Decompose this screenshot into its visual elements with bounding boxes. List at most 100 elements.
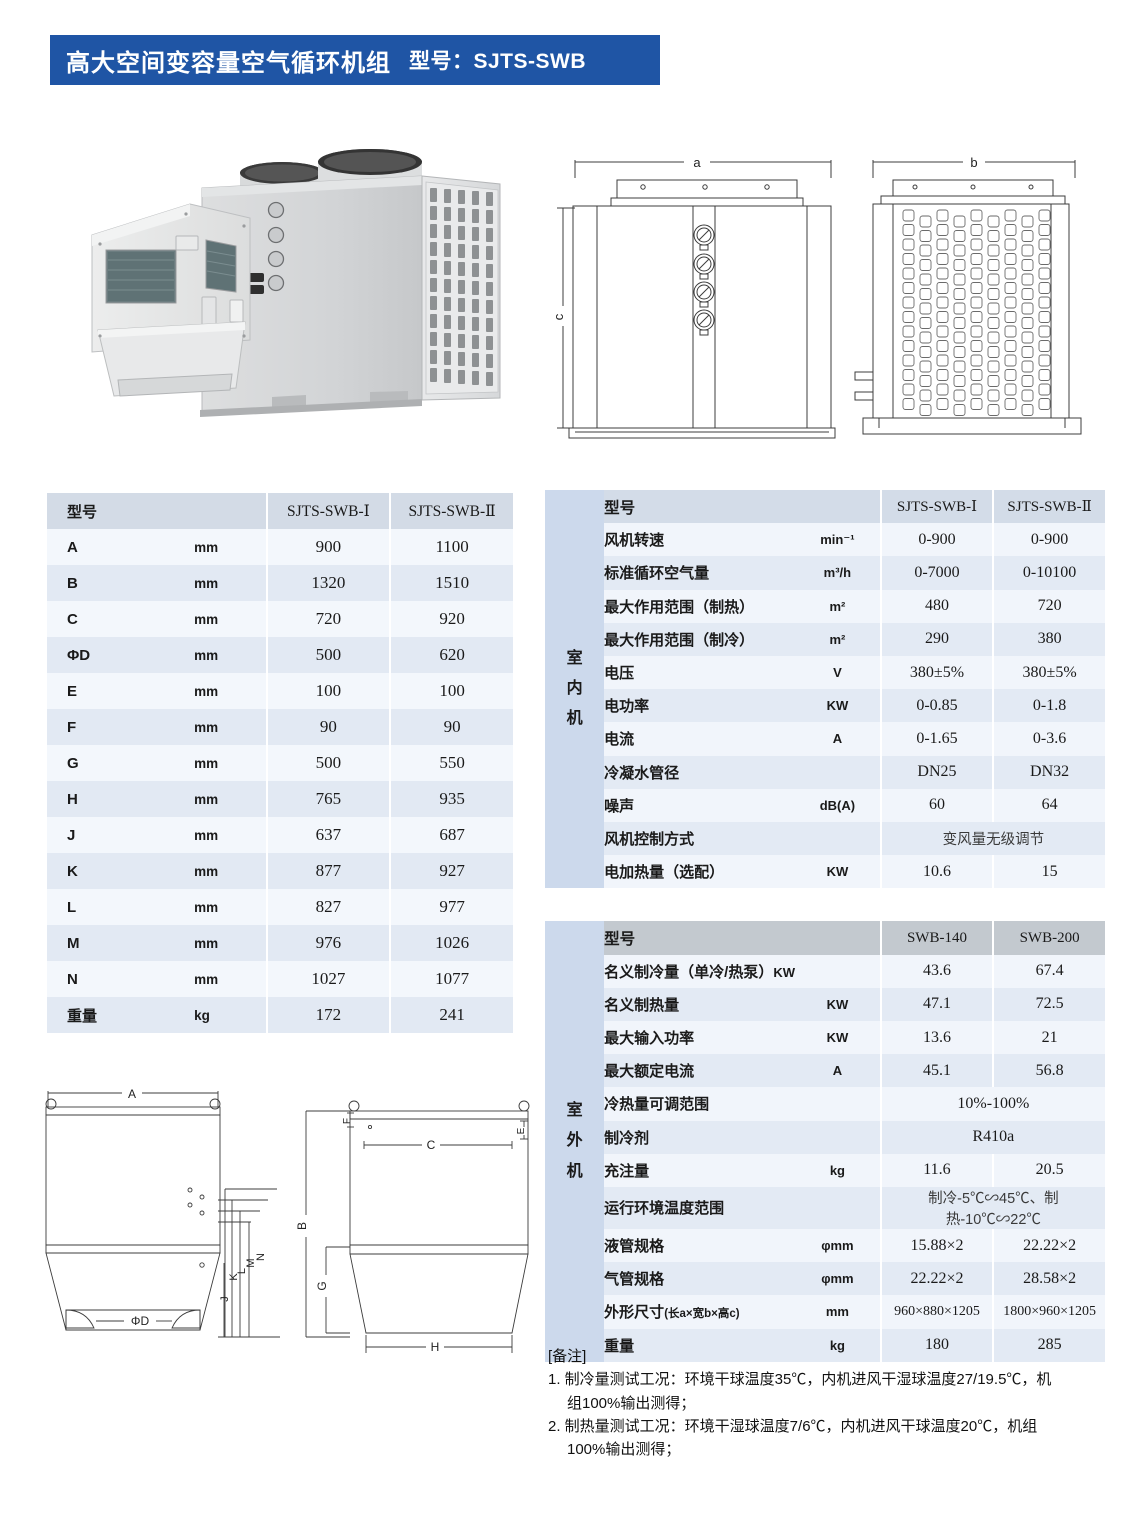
- spec-unit: mm: [795, 1295, 881, 1329]
- product-photo: [70, 140, 530, 450]
- spec-name: 噪声: [604, 788, 796, 822]
- spec-unit: m³/h: [795, 556, 881, 590]
- spec-name: 最大作用范围（制冷）: [604, 622, 796, 656]
- dim-unit: mm: [194, 925, 267, 961]
- note-item-1-line-2: 组100%输出测得；: [567, 1394, 696, 1412]
- spec-name: 风机控制方式: [604, 821, 796, 856]
- dim-value-2: 1510: [389, 565, 513, 601]
- spec-unit: [795, 954, 881, 988]
- table-row: 外形尺寸(长a×宽b×高c) mm 960×880×1205 1800×960×…: [545, 1295, 1105, 1329]
- outdoor-side-char-2: 外: [566, 1132, 583, 1150]
- spec-value-span: R410a: [879, 1120, 1105, 1154]
- dim-unit: mm: [194, 673, 267, 709]
- spec-value-span: 制冷-5℃∽45℃、制热-10℃∽22℃: [879, 1186, 1105, 1229]
- dim-value-1: 1027: [265, 961, 391, 997]
- spec-value-1: 0-7000: [879, 556, 994, 590]
- spec-name-text: 名义制冷量（单冷/热泵）: [604, 963, 774, 981]
- dim-value-1: 90: [265, 709, 391, 745]
- dim-label: M: [47, 925, 195, 961]
- outdoor-header-unit: [795, 921, 881, 955]
- dim-value-2: 1026: [389, 925, 513, 961]
- indoor-side-label: 室 内 机: [545, 490, 605, 889]
- dim-value-1: 720: [265, 601, 391, 637]
- dim-value-2: 687: [389, 817, 513, 853]
- outdoor-header-model-2: SWB-200: [992, 921, 1105, 955]
- note-item-1-line-1: 1. 制冷量测试工况：环境干球温度35℃，内机进风干湿球温度27/19.5℃，机: [548, 1371, 1052, 1389]
- spec-value-2: 64: [992, 788, 1105, 822]
- dim-value-2: 620: [389, 637, 513, 673]
- notes-block: [备注] 1. 制冷量测试工况：环境干球温度35℃，内机进风干湿球温度27/19…: [548, 1345, 1108, 1461]
- dim-value-1: 1320: [265, 565, 391, 601]
- dim-label: H: [47, 781, 195, 817]
- dim-label: 重量: [47, 997, 195, 1033]
- dim-label-c: c: [551, 313, 566, 320]
- spec-name: 制冷剂: [604, 1120, 796, 1154]
- spec-name: 冷热量可调范围: [604, 1087, 796, 1121]
- spec-value-1: 45.1: [879, 1054, 994, 1088]
- spec-value-1: 15.88×2: [879, 1228, 994, 1263]
- spec-name: 名义制冷量（单冷/热泵）KW: [604, 954, 796, 988]
- spec-name: 充注量: [604, 1153, 796, 1187]
- indoor-header-name: 型号: [604, 490, 796, 524]
- spec-value-2: 72.5: [992, 987, 1105, 1021]
- spec-unit: A: [795, 1054, 881, 1088]
- dim-label: A: [47, 529, 195, 565]
- dim-value-2: 1077: [389, 961, 513, 997]
- dim-unit: mm: [194, 529, 267, 565]
- dim-label-G: G: [315, 1281, 329, 1290]
- spec-value-2: 20.5: [992, 1153, 1105, 1187]
- spec-value-1: 290: [879, 622, 994, 656]
- dim-value-1: 637: [265, 817, 391, 853]
- dim-label: J: [47, 817, 195, 853]
- spec-name: 最大额定电流: [604, 1054, 796, 1088]
- spec-name: 名义制热量: [604, 987, 796, 1021]
- spec-value-2: 380: [992, 622, 1105, 656]
- dim-label: K: [47, 853, 195, 889]
- spec-value-2: 720: [992, 589, 1105, 623]
- dim-value-2: 1100: [389, 529, 513, 565]
- spec-unit: kg: [795, 1153, 881, 1187]
- spec-value-2: 0-900: [992, 523, 1105, 557]
- outdoor-side-char-1: 室: [566, 1101, 583, 1119]
- outdoor-front-drawing: a c: [545, 140, 845, 450]
- dim-unit: mm: [194, 745, 267, 781]
- dim-label: B: [47, 565, 195, 601]
- note-item-2-line-2: 100%输出测得；: [567, 1441, 681, 1458]
- dim-label-J: J: [219, 1296, 231, 1302]
- spec-unit: [795, 755, 881, 789]
- dim-label-H: H: [431, 1340, 440, 1354]
- outdoor-header-row: 室 外 机 型号 SWB-140 SWB-200: [545, 921, 1105, 1362]
- spec-unit: kg: [795, 1328, 881, 1362]
- dim-unit: mm: [194, 637, 267, 673]
- dim-unit: mm: [194, 601, 267, 637]
- dim-label-F: F: [342, 1118, 353, 1124]
- indoor-front-drawing: A ΦD J K L M N: [32, 1085, 294, 1370]
- page-title-bar: 高大空间变容量空气循环机组 型号：SJTS-SWB: [50, 35, 660, 85]
- outdoor-side-char-3: 机: [566, 1162, 583, 1180]
- spec-value-2: 0-1.8: [992, 689, 1105, 723]
- spec-name: 电压: [604, 655, 796, 690]
- table-section-gap: [545, 888, 1105, 922]
- dim-label: N: [47, 961, 195, 997]
- indoor-header-row: 室 内 机 型号 SJTS-SWB-Ⅰ SJTS-SWB-Ⅱ: [545, 490, 1105, 889]
- spec-unit: V: [795, 655, 881, 690]
- page-title-model: 型号：SJTS-SWB: [409, 50, 587, 73]
